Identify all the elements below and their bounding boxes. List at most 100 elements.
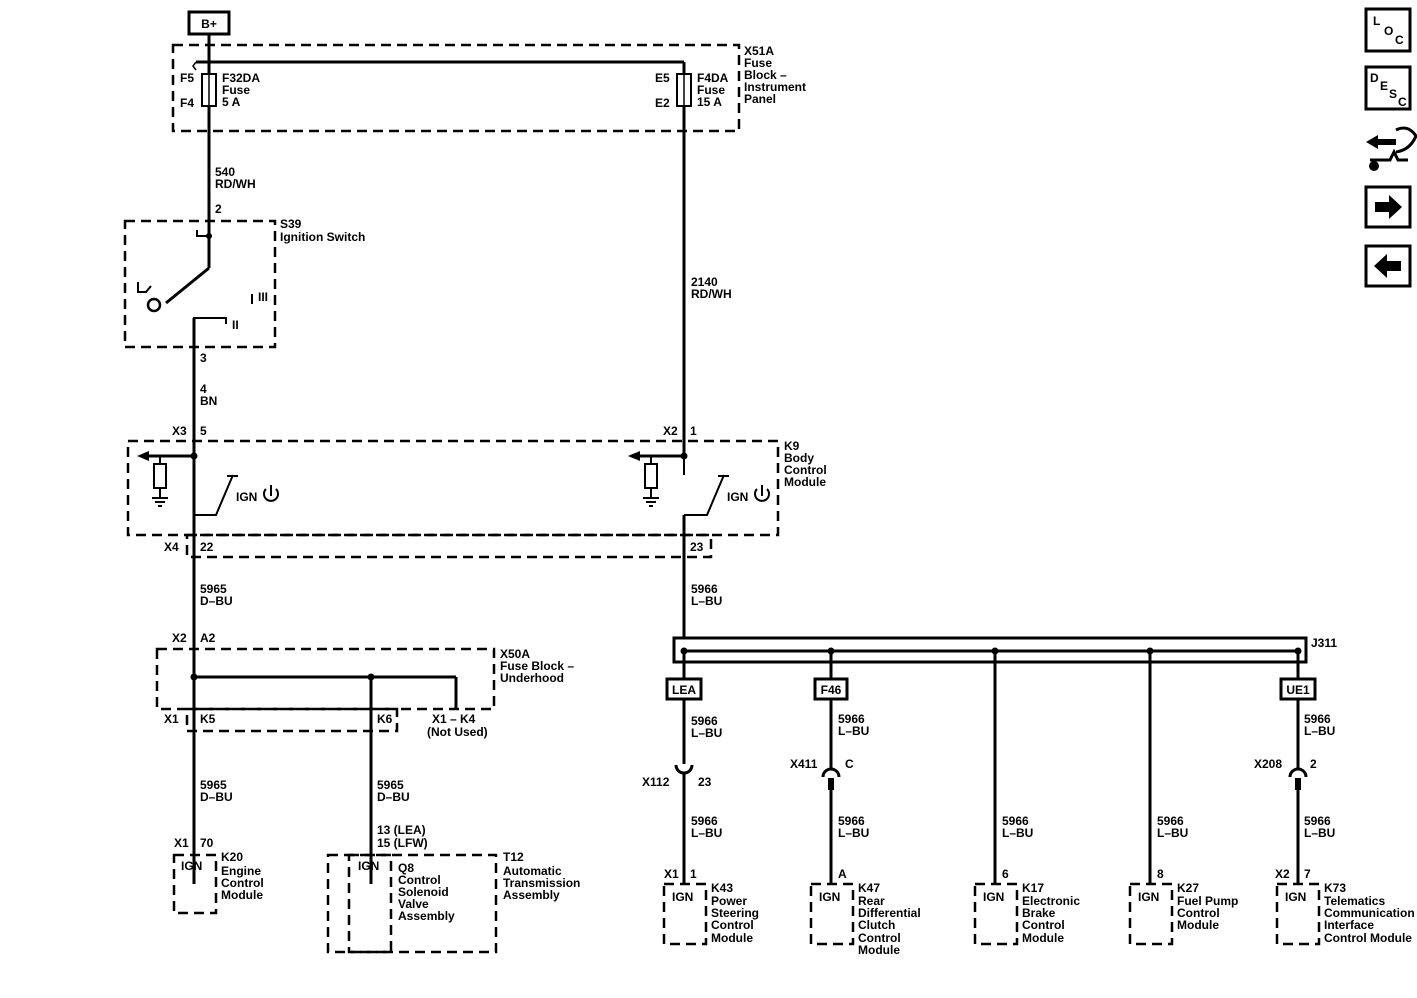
wire-2140-circuit: 2140 — [691, 275, 718, 289]
k73-desc-4: Control Module — [1324, 931, 1412, 945]
ign-switch-off-contact — [137, 282, 152, 293]
k27-name: K27 — [1177, 881, 1199, 895]
fuse-block-uh-box — [155, 647, 496, 711]
bcm-left-ign-switch — [194, 474, 234, 516]
fuse-block-ip-desc-3: Instrument — [744, 80, 806, 94]
k43-box — [662, 882, 708, 946]
k27-box — [1128, 882, 1174, 946]
description-button-c: C — [1398, 95, 1407, 109]
bcm-right-resistor — [644, 463, 658, 489]
fuse-f32da-pin-top: F5 — [180, 71, 194, 85]
wire-5966-a-circuit: 5966 — [691, 582, 718, 596]
location-button[interactable]: L O C — [1364, 7, 1412, 53]
wire-5966-lea-color: L–BU — [691, 726, 722, 740]
k20-box — [172, 853, 218, 915]
k47-pin: A — [838, 867, 847, 881]
t12-desc-2: Transmission — [503, 876, 580, 890]
bcm-pin-right: 1 — [690, 424, 697, 438]
fuse-block-uh-desc-2: Underhood — [500, 671, 564, 685]
fuse-f32da-word: Fuse — [222, 83, 250, 97]
x208-pin: 2 — [1310, 757, 1317, 771]
bcm-out-conn: X4 — [164, 540, 179, 554]
bcm-desc-1: Body — [784, 451, 814, 465]
x112-name: X112 — [642, 775, 670, 789]
k43-pin: 1 — [690, 867, 697, 881]
k20-desc-3: Module — [221, 888, 263, 902]
option-lea-box — [665, 677, 703, 701]
k73-desc-3: Interface — [1324, 918, 1374, 932]
k27-desc-2: Control — [1177, 906, 1220, 920]
t12-pin-2: 15 (LFW) — [377, 836, 428, 850]
t12-desc-3: Assembly — [503, 888, 560, 902]
bcm-right-arrow — [628, 451, 640, 461]
fuse-f32da-rating: 5 A — [222, 95, 241, 109]
ign-switch-pos-iii: III — [258, 290, 268, 304]
k73-name: K73 — [1324, 881, 1346, 895]
bcm-conn-right: X2 — [663, 424, 678, 438]
k17-desc-4: Module — [1022, 931, 1064, 945]
inline-connector-x208 — [1288, 763, 1308, 790]
k20-desc-1: Engine — [221, 864, 261, 878]
ign-switch-pin-out: 3 — [200, 351, 207, 365]
next-page-button[interactable] — [1364, 185, 1412, 229]
k47-desc-4: Control — [858, 931, 901, 945]
t12-ign-box — [347, 853, 393, 954]
k17-desc-1: Electronic — [1022, 894, 1080, 908]
wire-5965-b-circuit: 5965 — [200, 778, 227, 792]
fuse-f4da-rating: 15 A — [697, 95, 722, 109]
fuse-f32da-name: F32DA — [222, 71, 260, 85]
ign-switch-pos-ii: II — [232, 318, 239, 332]
t12-ign: IGN — [358, 859, 379, 873]
option-ue1-box — [1279, 677, 1317, 701]
k47-desc-2: Differential — [858, 906, 921, 920]
wire-5965-a-circuit: 5965 — [200, 582, 227, 596]
t12-inner-desc-1: Control — [398, 873, 441, 887]
k43-desc-2: Steering — [711, 906, 759, 920]
wire-5966-k47-circuit: 5966 — [838, 814, 865, 828]
description-button[interactable]: D E S C — [1364, 65, 1412, 111]
wire-540-color: RD/WH — [215, 177, 256, 191]
location-button-l: L — [1373, 14, 1380, 28]
t12-inner-desc-4: Assembly — [398, 909, 455, 923]
k43-ign: IGN — [672, 890, 693, 904]
ign-switch-pivot — [146, 297, 162, 313]
wire-4-circuit: 4 — [200, 382, 207, 396]
wire-5966-k17-color: L–BU — [1002, 826, 1033, 840]
fuse-block-uh-pin-in: A2 — [200, 631, 216, 645]
option-f46-box — [813, 677, 849, 701]
k20-name: K20 — [221, 850, 243, 864]
bcm-conn-left: X3 — [172, 424, 187, 438]
previous-page-button[interactable] — [1364, 244, 1412, 288]
k17-box — [973, 882, 1019, 946]
bcm-ign-right: IGN — [727, 490, 748, 504]
k73-box — [1275, 882, 1321, 946]
k47-box — [809, 882, 855, 946]
supply-label: B+ — [201, 17, 217, 31]
fuse-f4da-pin-top: E5 — [655, 71, 670, 85]
bcm-right-ign-switch — [683, 456, 725, 516]
k43-desc-4: Module — [711, 931, 753, 945]
x208-name: X208 — [1254, 757, 1282, 771]
connector-end-view-icon[interactable] — [1366, 126, 1417, 171]
k43-desc-3: Control — [711, 918, 754, 932]
option-lea: LEA — [672, 683, 696, 697]
location-button-o: O — [1384, 24, 1393, 38]
k27-pin: 8 — [1157, 867, 1164, 881]
bcm-out-pin-left: 22 — [200, 540, 214, 554]
k27-desc-3: Module — [1177, 918, 1219, 932]
wire-5966-k73-circuit: 5966 — [1304, 814, 1331, 828]
bcm-desc-3: Module — [784, 475, 826, 489]
bcm-left-resistor — [153, 463, 167, 489]
k73-desc-1: Telematics — [1324, 894, 1385, 908]
ign-switch-desc: Ignition Switch — [280, 230, 365, 244]
wire-5966-f46-color: L–BU — [838, 724, 869, 738]
inline-connector-x411 — [821, 763, 841, 790]
fuse-block-ip-desc-4: Panel — [744, 92, 776, 106]
bcm-name: K9 — [784, 439, 800, 453]
k27-ign: IGN — [1138, 890, 1159, 904]
k20-conn: X1 — [174, 836, 189, 850]
wire-5965-c-circuit: 5965 — [377, 778, 404, 792]
k17-pin: 6 — [1002, 867, 1009, 881]
wire-4-color: BN — [200, 394, 217, 408]
t12-name: T12 — [503, 850, 524, 864]
